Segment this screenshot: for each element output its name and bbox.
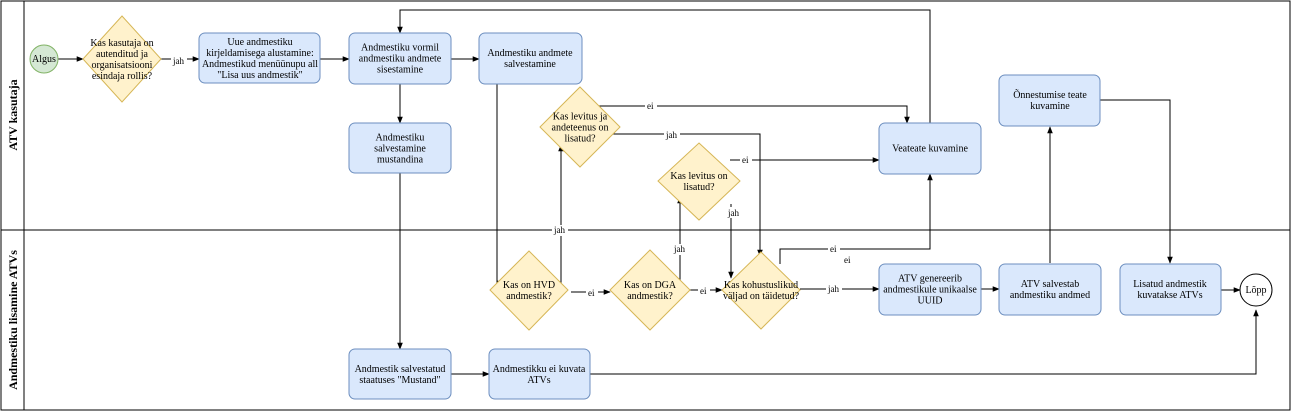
edges [58,9,1259,377]
edge-labels: jah ei jah ei jah jah ei jah ei jah ei e… [171,55,854,298]
lane-label-user: ATV kasutaja [6,79,20,150]
label-required-yes: jah [827,284,839,294]
end-node[interactable]: Lõpp [1239,273,1273,307]
label-required-no-2: ei [844,255,851,265]
edge-hidden-end [590,309,1259,375]
label-hvd-no: ei [588,288,595,298]
edge-required-error [779,173,933,264]
label-auth-yes: jah [172,56,184,66]
label-required-no-1: ei [830,244,837,254]
label-dist-yes: jah [727,208,739,218]
edge-distlic-error [584,105,910,124]
process-error[interactable]: Veateate kuvamine [878,122,982,175]
label-distlic-yes: jah [665,130,677,140]
label-dist-no: ei [742,155,749,165]
label-hvd-yes: jah [553,225,565,235]
edge-distlic-required [610,133,763,257]
label-distlic-no: ei [647,101,654,111]
node-text: Algus [32,54,56,65]
edge-error-enter [397,9,931,123]
edge-save-hvd [496,84,504,286]
swimlane-atv-adding: Andmestiku lisamine ATVs [0,229,1291,411]
label-dga-no: ei [700,286,707,296]
lane-label-adding: Andmestiku lisamine ATVs [6,250,20,390]
node-text: Veateate kuvamine [892,144,968,155]
label-dga-yes: jah [673,244,685,254]
start-node[interactable]: Algus [29,44,59,74]
edge-success-shown [1100,99,1173,264]
node-text: Lõpp [1245,285,1266,296]
